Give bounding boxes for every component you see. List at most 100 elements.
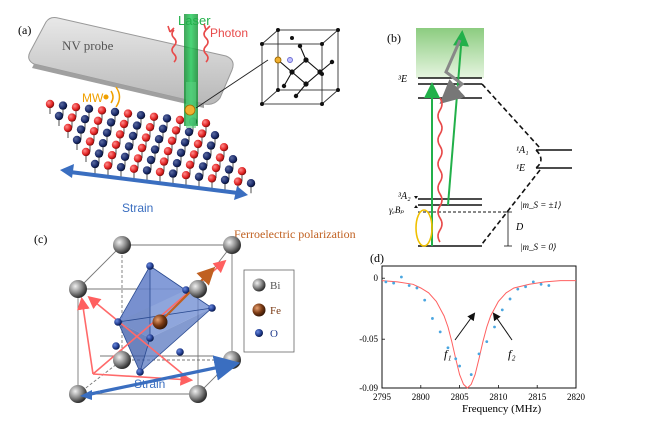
x-tick-label: 2805 [451, 392, 470, 402]
lattice-atom [211, 163, 221, 173]
lattice-atom [150, 145, 160, 154]
oxygen-atoms [112, 262, 216, 376]
lattice-atom [228, 155, 238, 164]
lattice-atom [237, 167, 247, 176]
lattice-atom [103, 161, 113, 170]
zeeman-label: γₑBₚ [389, 205, 404, 215]
lattice-atom [93, 116, 103, 126]
lattice-atom [141, 133, 151, 142]
lattice-atom [158, 124, 168, 133]
strain-arrow-c [99, 355, 241, 394]
lattice-atom [233, 177, 243, 186]
legend-fe: Fe [270, 305, 281, 317]
strain-label-a: Strain [122, 201, 153, 215]
lattice-atom [159, 157, 169, 166]
lattice-atom [128, 131, 138, 141]
lattice-atom [106, 118, 116, 127]
zfs-D-label: D [515, 222, 524, 233]
data-point [454, 357, 458, 361]
panel-a: (a) NV probe Laser Photon MW [18, 13, 340, 215]
data-point [516, 287, 520, 291]
lattice-atom [94, 149, 104, 158]
lattice-atom [71, 103, 81, 112]
lattice-atom [137, 143, 147, 153]
level-3A2-label: ³A₂ [398, 191, 411, 202]
odmr-data-points [384, 275, 551, 376]
f2-label: f₂ [508, 347, 516, 361]
lattice-atom [58, 101, 68, 110]
lattice-atom [189, 150, 199, 159]
x-tick-label: 2800 [412, 392, 431, 402]
lattice-atom [163, 147, 173, 156]
y-tick-label: -0.05 [359, 334, 378, 344]
data-point [485, 340, 489, 344]
lattice-atom [176, 148, 186, 157]
lattice-atom [207, 174, 217, 183]
level-1A1-label: ¹A₁ [516, 145, 529, 156]
lattice-atom [167, 136, 177, 145]
legend-bi: Bi [270, 280, 280, 292]
lattice-atom [132, 121, 142, 130]
lattice-atom [136, 111, 146, 120]
y-axis-ticks: 0-0.05-0.09 [359, 273, 385, 393]
data-point [438, 330, 442, 334]
data-point [531, 280, 535, 284]
plot-frame [381, 265, 577, 389]
photon-label: Photon [210, 26, 248, 40]
x-tick-label: 2795 [373, 392, 392, 402]
nv-center-dot [184, 104, 196, 116]
panel-b-label: (b) [387, 31, 401, 45]
lattice-atom [115, 130, 125, 139]
lattice-atom [142, 166, 152, 175]
level-1E-label: ¹E [516, 163, 525, 174]
level-3E-label: ³E [398, 74, 407, 85]
lattice-atom [54, 111, 64, 121]
lattice-atom [85, 137, 95, 146]
lattice-atom [72, 135, 82, 145]
data-point [400, 275, 403, 279]
lattice-atom [89, 127, 99, 136]
lattice-atom [90, 159, 100, 169]
lattice-atom [149, 112, 159, 122]
ferro-label: Ferroelectric polarization [234, 227, 356, 241]
fe-atom [152, 314, 168, 330]
x-tick-label: 2810 [489, 392, 508, 402]
data-point [392, 281, 396, 285]
lattice-atom [172, 159, 182, 168]
lattice-atom [97, 106, 107, 115]
panel-a-label: (a) [18, 23, 31, 37]
lattice-atom [145, 123, 155, 132]
lattice-atom [67, 113, 77, 122]
lattice-atom [220, 175, 230, 185]
lattice-atom [133, 154, 143, 163]
data-point [539, 282, 543, 286]
panel-b: (b) ³E ¹A₁ ¹E ³A₂ γₑBₚ |m_S = ±1⟩ D |m_S… [387, 28, 572, 252]
lattice-atom [80, 115, 90, 124]
strain-label-c: Strain [134, 377, 165, 391]
atom-legend: Bi Fe O [243, 269, 295, 353]
y-tick-label: 0 [374, 273, 379, 283]
x-tick-label: 2815 [528, 392, 547, 402]
lattice-atom [181, 171, 191, 180]
data-point [415, 286, 419, 290]
strain-arrow-a [69, 170, 239, 195]
lattice-atom [129, 164, 139, 173]
lattice-atom [184, 127, 194, 137]
lattice-atom [198, 162, 208, 171]
lattice-atom [219, 143, 229, 152]
lattice-atom [197, 129, 207, 138]
lattice-atom [194, 172, 204, 181]
zoom-leader-line [195, 59, 269, 109]
lattice-atom [120, 152, 130, 161]
mw-transition-ellipse [415, 209, 433, 247]
lattice-atom [119, 119, 129, 129]
panel-d-label: (d) [370, 251, 384, 265]
relaxation-arrow [439, 39, 466, 104]
lattice-atom [84, 104, 94, 114]
data-point [469, 373, 473, 376]
ms-pm1-label: |m_S = ±1⟩ [520, 200, 562, 210]
lattice-atom [162, 114, 172, 123]
lattice-atom [168, 169, 178, 178]
lattice-atom [201, 119, 211, 128]
